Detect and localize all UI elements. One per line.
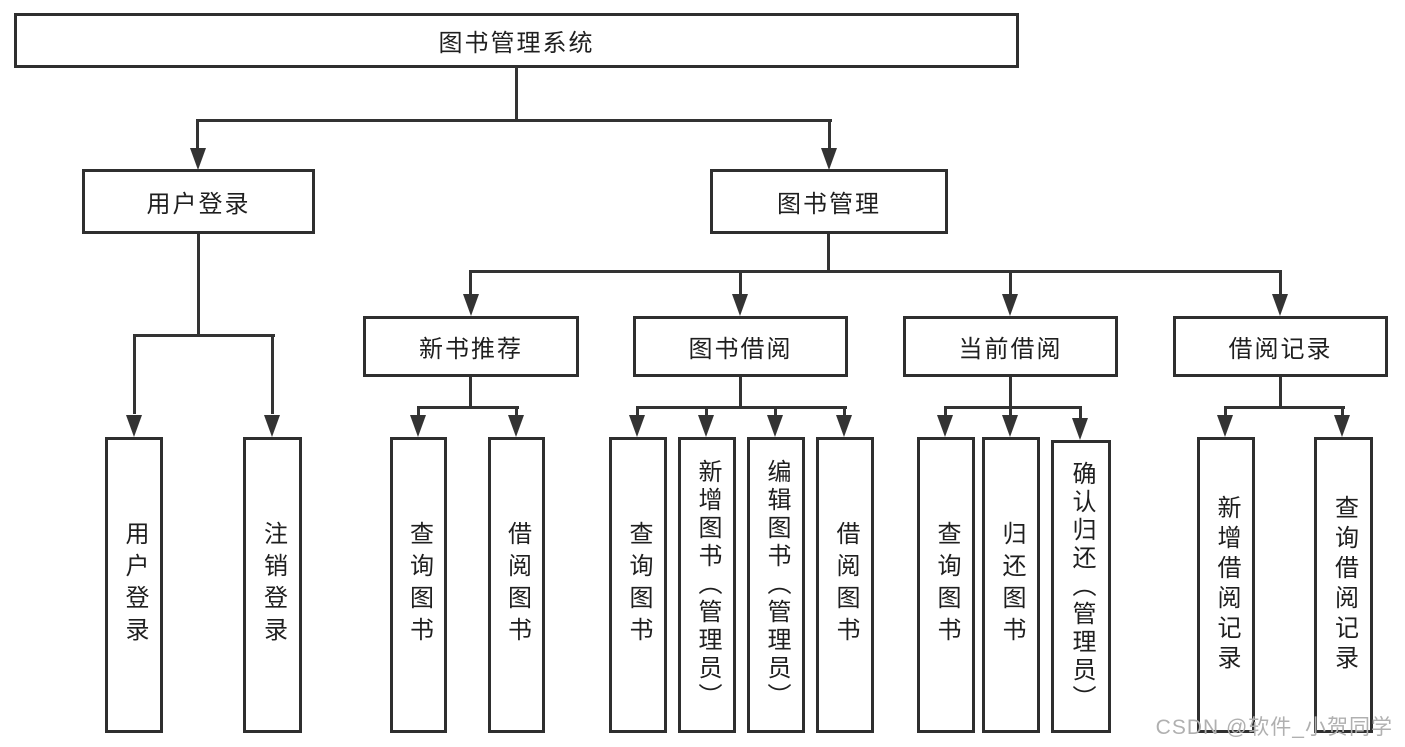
- connector-line: [944, 406, 1082, 409]
- node-user-login: 用户登录: [82, 169, 315, 234]
- node-label: 当前借阅: [958, 336, 1063, 363]
- node-label: 查询图书: [405, 521, 433, 649]
- node-label: 借阅图书: [832, 521, 859, 649]
- node-borrow-books-under-recommend: 借阅图书: [488, 437, 545, 733]
- arrowhead-icon: [410, 415, 426, 437]
- connector-line: [774, 406, 777, 417]
- connector-line: [417, 406, 420, 417]
- node-root-system: 图书管理系统: [14, 13, 1019, 68]
- node-label: 新增图书（管理员）: [694, 459, 721, 711]
- connector-line: [469, 377, 472, 408]
- node-label: 用户登录: [121, 521, 148, 649]
- connector-line: [1341, 406, 1344, 417]
- node-query-books-under-current: 查询图书: [917, 437, 975, 733]
- connector-line: [133, 334, 136, 414]
- connector-line: [469, 270, 1282, 273]
- node-edit-books-admin: 编辑图书（管理员）: [747, 437, 805, 733]
- connector-line: [1224, 406, 1227, 417]
- connector-line: [133, 334, 275, 337]
- connector-line: [636, 406, 847, 409]
- arrowhead-icon: [508, 415, 524, 437]
- arrowhead-icon: [264, 415, 280, 437]
- arrowhead-icon: [629, 415, 645, 437]
- connector-line: [1224, 406, 1345, 409]
- connector-line: [1009, 406, 1012, 417]
- connector-line: [469, 270, 472, 296]
- connector-line: [196, 119, 832, 122]
- node-label: 查询图书: [625, 521, 652, 649]
- node-query-books-under-recommend: 查询图书: [390, 437, 447, 733]
- node-confirm-return-admin: 确认归还（管理员）: [1051, 440, 1111, 733]
- arrowhead-icon: [821, 148, 837, 170]
- connector-line: [1279, 377, 1282, 408]
- arrowhead-icon: [1002, 415, 1018, 437]
- arrowhead-icon: [1002, 294, 1018, 316]
- node-query-books-under-borrowing: 查询图书: [609, 437, 667, 733]
- node-logout: 注销登录: [243, 437, 302, 733]
- node-label: 用户登录: [146, 191, 251, 218]
- connector-line: [515, 406, 518, 417]
- connector-line: [705, 406, 708, 417]
- node-label: 新增借阅记录: [1213, 495, 1240, 675]
- arrowhead-icon: [190, 148, 206, 170]
- connector-line: [271, 334, 274, 414]
- node-label: 图书借阅: [688, 336, 793, 363]
- node-label: 借阅图书: [503, 521, 531, 649]
- node-label: 归还图书: [998, 521, 1025, 649]
- node-new-book-recommend: 新书推荐: [363, 316, 579, 377]
- connector-line: [196, 119, 199, 151]
- connector-line: [1279, 270, 1282, 296]
- connector-line: [944, 406, 947, 417]
- arrowhead-icon: [1072, 418, 1088, 440]
- arrowhead-icon: [126, 415, 142, 437]
- node-return-books: 归还图书: [982, 437, 1040, 733]
- node-label: 查询图书: [933, 521, 960, 649]
- node-add-books-admin: 新增图书（管理员）: [678, 437, 736, 733]
- connector-line: [636, 406, 639, 417]
- node-label: 图书管理: [777, 191, 881, 218]
- connector-line: [843, 406, 846, 417]
- node-label: 查询借阅记录: [1330, 495, 1358, 675]
- node-add-borrow-record: 新增借阅记录: [1197, 437, 1255, 733]
- connector-line: [739, 270, 742, 296]
- connector-line: [1009, 270, 1012, 296]
- node-label: 图书管理系统: [438, 30, 595, 57]
- arrowhead-icon: [463, 294, 479, 316]
- connector-line: [828, 119, 831, 151]
- node-label: 借阅记录: [1228, 336, 1333, 363]
- node-label: 编辑图书（管理员）: [763, 459, 790, 711]
- node-current-borrowing: 当前借阅: [903, 316, 1118, 377]
- arrowhead-icon: [732, 294, 748, 316]
- node-label: 新书推荐: [419, 336, 523, 363]
- node-borrow-books-under-borrowing: 借阅图书: [816, 437, 874, 733]
- arrowhead-icon: [836, 415, 852, 437]
- connector-line: [1079, 406, 1082, 420]
- arrowhead-icon: [767, 415, 783, 437]
- node-label: 注销登录: [259, 521, 287, 649]
- connector-line: [739, 377, 742, 408]
- node-user-login-action: 用户登录: [105, 437, 163, 733]
- connector-line: [417, 406, 519, 409]
- arrowhead-icon: [1272, 294, 1288, 316]
- arrowhead-icon: [1334, 415, 1350, 437]
- connector-line: [515, 67, 518, 121]
- connector-line: [1009, 377, 1012, 408]
- node-book-borrowing: 图书借阅: [633, 316, 848, 377]
- node-borrowing-records: 借阅记录: [1173, 316, 1388, 377]
- arrowhead-icon: [698, 415, 714, 437]
- node-query-borrow-record: 查询借阅记录: [1314, 437, 1373, 733]
- node-book-management: 图书管理: [710, 169, 948, 234]
- csdn-watermark: CSDN @软件_小贺同学: [1155, 716, 1393, 739]
- node-label: 确认归还（管理员）: [1068, 460, 1095, 713]
- arrowhead-icon: [1217, 415, 1233, 437]
- connector-line: [197, 234, 200, 336]
- connector-line: [827, 234, 830, 272]
- arrowhead-icon: [937, 415, 953, 437]
